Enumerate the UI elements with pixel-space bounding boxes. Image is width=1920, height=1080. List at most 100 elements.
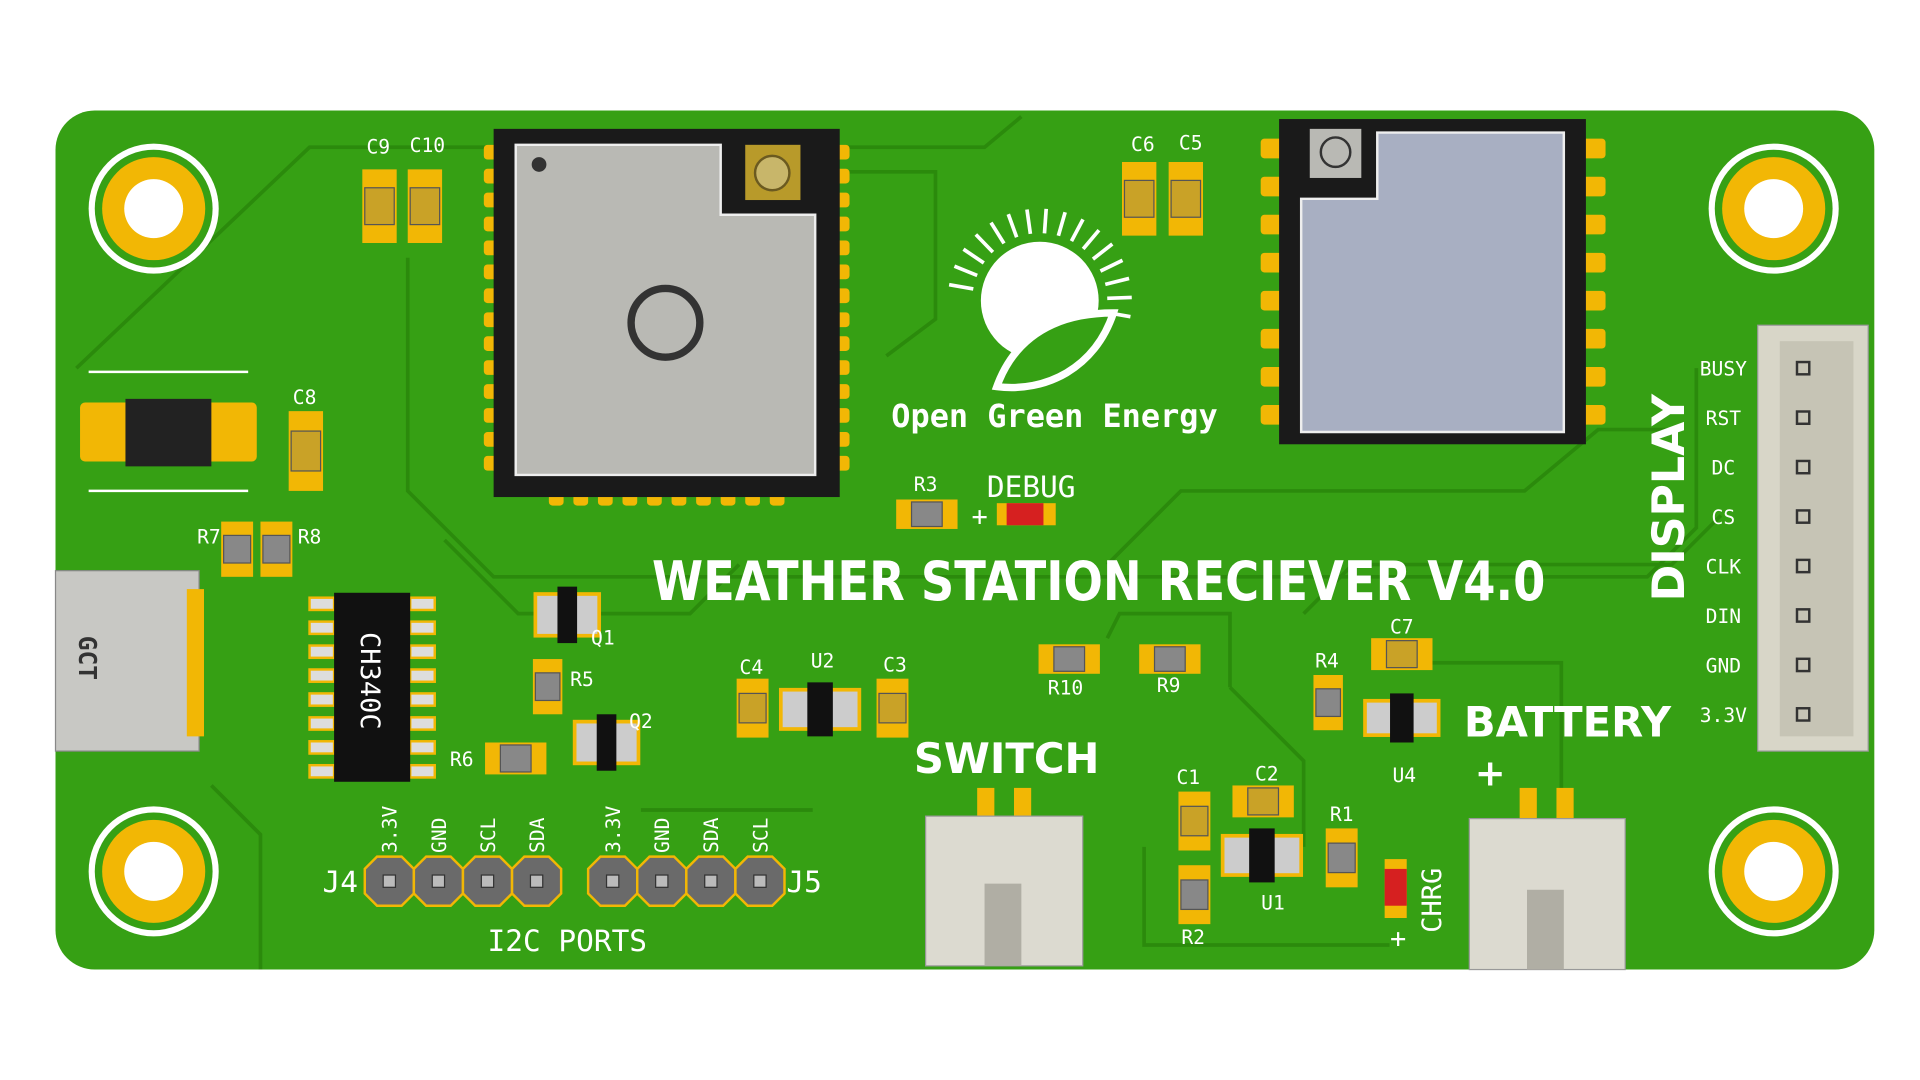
header-pin-label: GND	[428, 818, 451, 853]
ref-label-c7: C7	[1390, 615, 1414, 638]
ref-label-c2: C2	[1255, 763, 1279, 786]
ref-label-r8: R8	[298, 526, 322, 549]
component-c4	[736, 678, 769, 738]
ref-label-r6: R6	[450, 748, 474, 771]
component-r1	[1325, 828, 1358, 888]
diode	[80, 370, 257, 493]
ic-u2	[778, 682, 862, 737]
ref-label-r3: R3	[914, 473, 938, 496]
ref-label-u2: U2	[811, 650, 835, 673]
header-pin-label: SDA	[526, 817, 549, 853]
i2c-ports-label: I2C PORTS	[488, 924, 648, 958]
display-connector: BUSY RST DC CS CLK DIN GND 3.3V	[1700, 324, 1869, 752]
component-r5	[532, 659, 563, 715]
sun-ray	[948, 282, 974, 291]
espressif-logo-icon	[627, 284, 704, 361]
display-pin-label: RST	[1706, 407, 1742, 430]
ref-label-u1: U1	[1261, 891, 1285, 914]
component-r4	[1313, 675, 1343, 731]
component-c2	[1232, 785, 1294, 818]
chrg-label: CHRG	[1417, 868, 1448, 933]
sun-ray	[1091, 242, 1114, 261]
component-r9	[1139, 644, 1201, 674]
sun-ray	[1081, 228, 1101, 251]
display-pin-label: 3.3V	[1700, 704, 1747, 727]
sun-ray	[1006, 213, 1019, 238]
ref-label-q1: Q1	[591, 626, 615, 649]
usb-c-connector: GCT	[54, 570, 204, 752]
j4-label: J4	[323, 865, 358, 899]
display-pin	[1795, 410, 1811, 426]
sun-ray	[1069, 218, 1085, 242]
ref-label-c4: C4	[740, 656, 764, 679]
ref-label-r7: R7	[197, 526, 221, 549]
ref-label-r5: R5	[570, 668, 594, 691]
switch-connector	[925, 787, 1084, 967]
ref-label-r2: R2	[1181, 926, 1205, 949]
component-c3	[876, 678, 909, 738]
component-c7	[1371, 638, 1433, 671]
component-c6	[1122, 162, 1157, 236]
ref-label-r9: R9	[1157, 674, 1181, 697]
sun-ray	[1025, 209, 1033, 235]
component-c9	[362, 169, 397, 243]
sun-ray	[974, 233, 995, 254]
sun-ray	[1042, 208, 1049, 234]
display-pin-label: CLK	[1706, 555, 1742, 578]
radio-module	[1260, 119, 1606, 445]
sun-ray	[953, 264, 978, 278]
mounting-hole	[1708, 806, 1839, 937]
component-r6	[485, 742, 547, 775]
mounting-hole	[1708, 143, 1839, 274]
component-r2	[1178, 865, 1211, 925]
mounting-hole	[88, 143, 219, 274]
ic-q1	[533, 586, 602, 644]
ic-q2	[572, 714, 641, 771]
logo-text: Open Green Energy	[891, 397, 1217, 435]
sun-ray	[1107, 295, 1132, 301]
component-r3	[896, 499, 958, 529]
display-pin	[1795, 509, 1811, 524]
ref-label-c10: C10	[410, 134, 445, 157]
debug-plus: +	[972, 501, 988, 532]
switch-label: SWITCH	[914, 734, 1100, 783]
component-c5	[1168, 162, 1203, 236]
component-r10	[1038, 644, 1100, 674]
ic-u4	[1363, 693, 1441, 743]
sun-ray	[962, 247, 985, 265]
ic-u1	[1220, 828, 1304, 883]
component-c8	[288, 411, 324, 491]
display-pin-label: DC	[1712, 456, 1736, 479]
header-pin-label: 3.3V	[602, 806, 625, 853]
ref-label-c5: C5	[1179, 132, 1203, 155]
chrg-plus: +	[1390, 923, 1406, 954]
ref-label-r4: R4	[1315, 650, 1339, 673]
battery-connector	[1468, 787, 1626, 971]
display-pin	[1795, 608, 1811, 623]
ref-label-q2: Q2	[629, 710, 653, 733]
display-pin-label: GND	[1706, 654, 1741, 677]
battery-plus: +	[1475, 751, 1506, 794]
component-c10	[407, 169, 443, 243]
sun-ray	[1056, 211, 1067, 237]
esp32-module	[483, 128, 850, 506]
display-pin-label: BUSY	[1700, 358, 1747, 381]
usb-brand: GCT	[73, 636, 102, 680]
ref-label-c9: C9	[366, 135, 390, 158]
mounting-holes	[88, 143, 1839, 937]
mounting-hole	[88, 806, 219, 937]
display-pin-label: CS	[1712, 506, 1736, 529]
display-pin-label: DIN	[1706, 605, 1741, 628]
display-pin	[1795, 459, 1811, 475]
display-pin	[1795, 707, 1811, 722]
header-pin-label: SCL	[477, 818, 500, 853]
display-label: DISPLAY	[1644, 393, 1695, 601]
open-green-energy-logo: Open Green Energy	[891, 208, 1218, 435]
display-pin	[1795, 657, 1811, 673]
display-pin	[1795, 558, 1811, 574]
j5-label: J5	[786, 865, 821, 899]
board-title: WEATHER STATION RECIEVER V4.0	[652, 550, 1545, 613]
sun-ray	[989, 221, 1006, 245]
